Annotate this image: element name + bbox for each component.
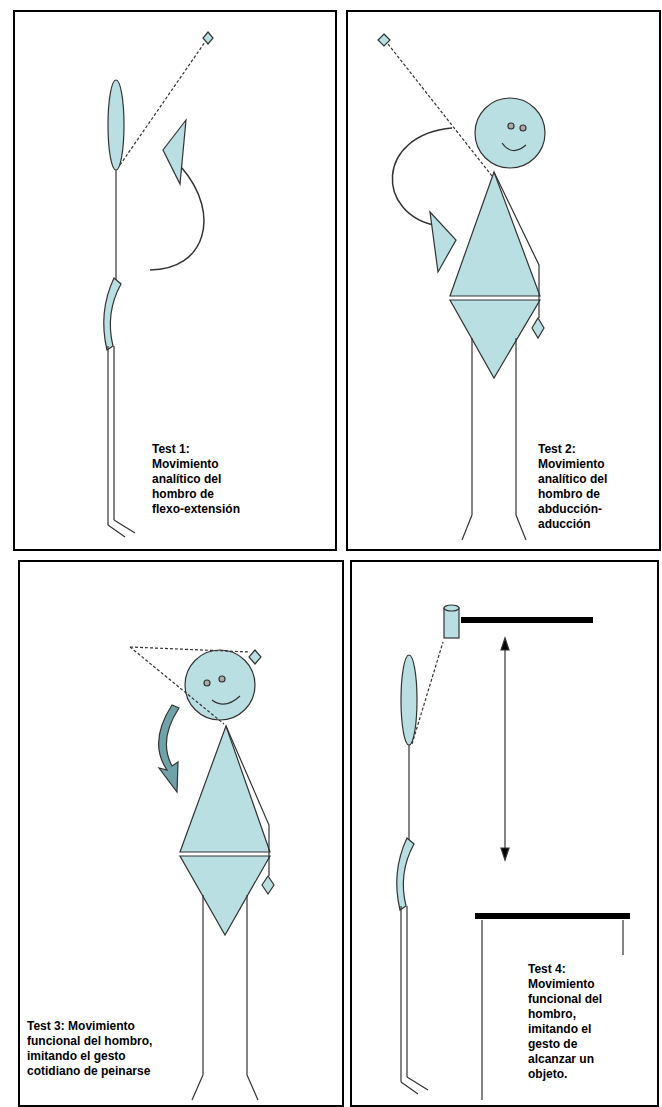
arrow-head xyxy=(501,848,509,860)
eye xyxy=(508,123,514,129)
test-caption: Test 1: Movimiento analítico del hombro … xyxy=(152,442,244,517)
test-panel: Test 2: Movimiento analítico del hombro … xyxy=(346,10,661,551)
mouth xyxy=(212,696,240,704)
test-caption: Test 4: Movimiento funcional del hombro,… xyxy=(528,962,624,1082)
head xyxy=(185,650,255,720)
dotted-line xyxy=(412,642,443,744)
arrow-head xyxy=(163,120,186,184)
table-leg xyxy=(622,920,623,955)
dotted-line xyxy=(388,44,492,176)
body-line xyxy=(115,170,116,280)
leg-line xyxy=(113,346,114,520)
mouth xyxy=(502,143,526,151)
curved-arrow xyxy=(159,705,179,792)
leg-line xyxy=(406,906,407,1077)
leg-line xyxy=(400,906,401,1082)
eye xyxy=(204,680,210,686)
front-figure xyxy=(378,34,545,540)
eye xyxy=(219,676,225,682)
double-arrow-line xyxy=(504,648,505,850)
head xyxy=(401,655,417,745)
dotted-line xyxy=(130,647,224,724)
arc-arrow xyxy=(150,168,204,270)
dotted-line xyxy=(120,42,205,165)
leg-line xyxy=(462,515,472,540)
arm-line xyxy=(226,726,269,876)
leg-line xyxy=(471,338,472,515)
foot-line xyxy=(108,525,125,537)
shelf-bar xyxy=(461,617,593,623)
test-panel: Test 4: Movimiento funcional del hombro,… xyxy=(350,560,659,1107)
arrow-head xyxy=(501,638,509,650)
dotted-line xyxy=(130,647,250,652)
body-line xyxy=(408,745,409,840)
arm xyxy=(104,278,121,350)
torso xyxy=(180,726,270,852)
table-leg xyxy=(481,920,482,1100)
arrow-head xyxy=(430,212,456,272)
leg-line xyxy=(247,1075,258,1100)
test-caption: Test 3: Movimiento funcional del hombro,… xyxy=(27,1019,177,1079)
torso xyxy=(450,172,540,296)
diamond-marker xyxy=(532,318,544,338)
foot-line xyxy=(114,520,135,533)
foot-line xyxy=(401,1082,418,1094)
side-figure xyxy=(397,605,630,1100)
foot-line xyxy=(407,1077,428,1090)
test-caption: Test 2: Movimiento analítico del hombro … xyxy=(538,442,632,532)
test-panel: Test 3: Movimiento funcional del hombro,… xyxy=(18,560,344,1107)
arm-line xyxy=(494,172,539,318)
head xyxy=(108,80,124,170)
arm xyxy=(397,838,414,910)
leg-line xyxy=(107,346,108,525)
diamond-marker xyxy=(378,34,390,46)
cylinder-top xyxy=(444,605,459,611)
diamond-marker xyxy=(262,876,274,894)
diamond-marker xyxy=(203,32,213,44)
leg-line xyxy=(515,338,516,515)
leg-line xyxy=(516,515,526,540)
test-panel: Test 1: Movimiento analítico del hombro … xyxy=(13,10,337,551)
arc-arrow xyxy=(392,128,452,226)
leg-line xyxy=(202,895,203,1075)
leg-line xyxy=(246,895,247,1075)
leg-line xyxy=(192,1075,203,1100)
diamond-marker xyxy=(249,650,261,664)
eye xyxy=(520,125,526,131)
shelf-bar xyxy=(475,913,630,919)
cylinder-object xyxy=(444,608,459,638)
hips xyxy=(180,856,270,935)
hips xyxy=(450,300,540,378)
front-figure xyxy=(130,647,274,1100)
head xyxy=(475,98,545,168)
